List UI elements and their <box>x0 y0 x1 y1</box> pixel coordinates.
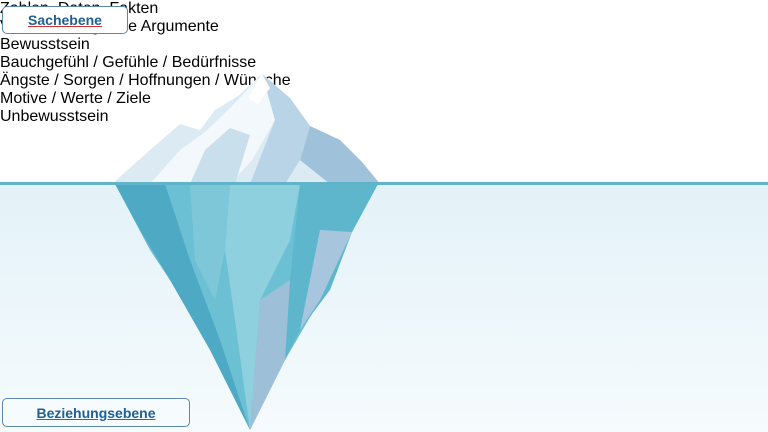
item-label-part: Unbewusstsein <box>0 108 109 125</box>
item-label-part: / Gefühle / <box>88 54 172 71</box>
item-label-part: / <box>49 72 64 89</box>
item-label-part: Motive / Werte / Ziele <box>0 90 151 107</box>
item-label: Motive / Werte / Ziele <box>0 90 768 108</box>
iceberg-top <box>112 74 380 184</box>
water-line <box>0 182 768 185</box>
item-label: Bauchgefühl / Gefühle / Bedürfnisse <box>0 54 768 72</box>
item-label-part: Ängste <box>0 72 50 89</box>
sachebene-label: Sachebene <box>2 6 128 34</box>
water-area <box>0 184 768 432</box>
item-label-part: Argumente <box>140 18 219 35</box>
item-label-part: Bedürfnisse <box>171 54 257 71</box>
item-label: Unbewusstsein <box>0 108 768 126</box>
item-label-part: Bewusstsein <box>0 36 90 53</box>
item-label-part: Sorgen <box>63 72 115 89</box>
item-label-part: / <box>114 72 129 89</box>
item-label-part: / <box>210 72 224 89</box>
item-label: Bewusstsein <box>0 36 768 54</box>
item-label-part: Hoffnungen <box>128 72 211 89</box>
item-label-part: Bauchgefühl <box>0 54 89 71</box>
iceberg-bottom <box>115 184 378 430</box>
beziehungsebene-label: Beziehungsebene <box>2 398 190 427</box>
